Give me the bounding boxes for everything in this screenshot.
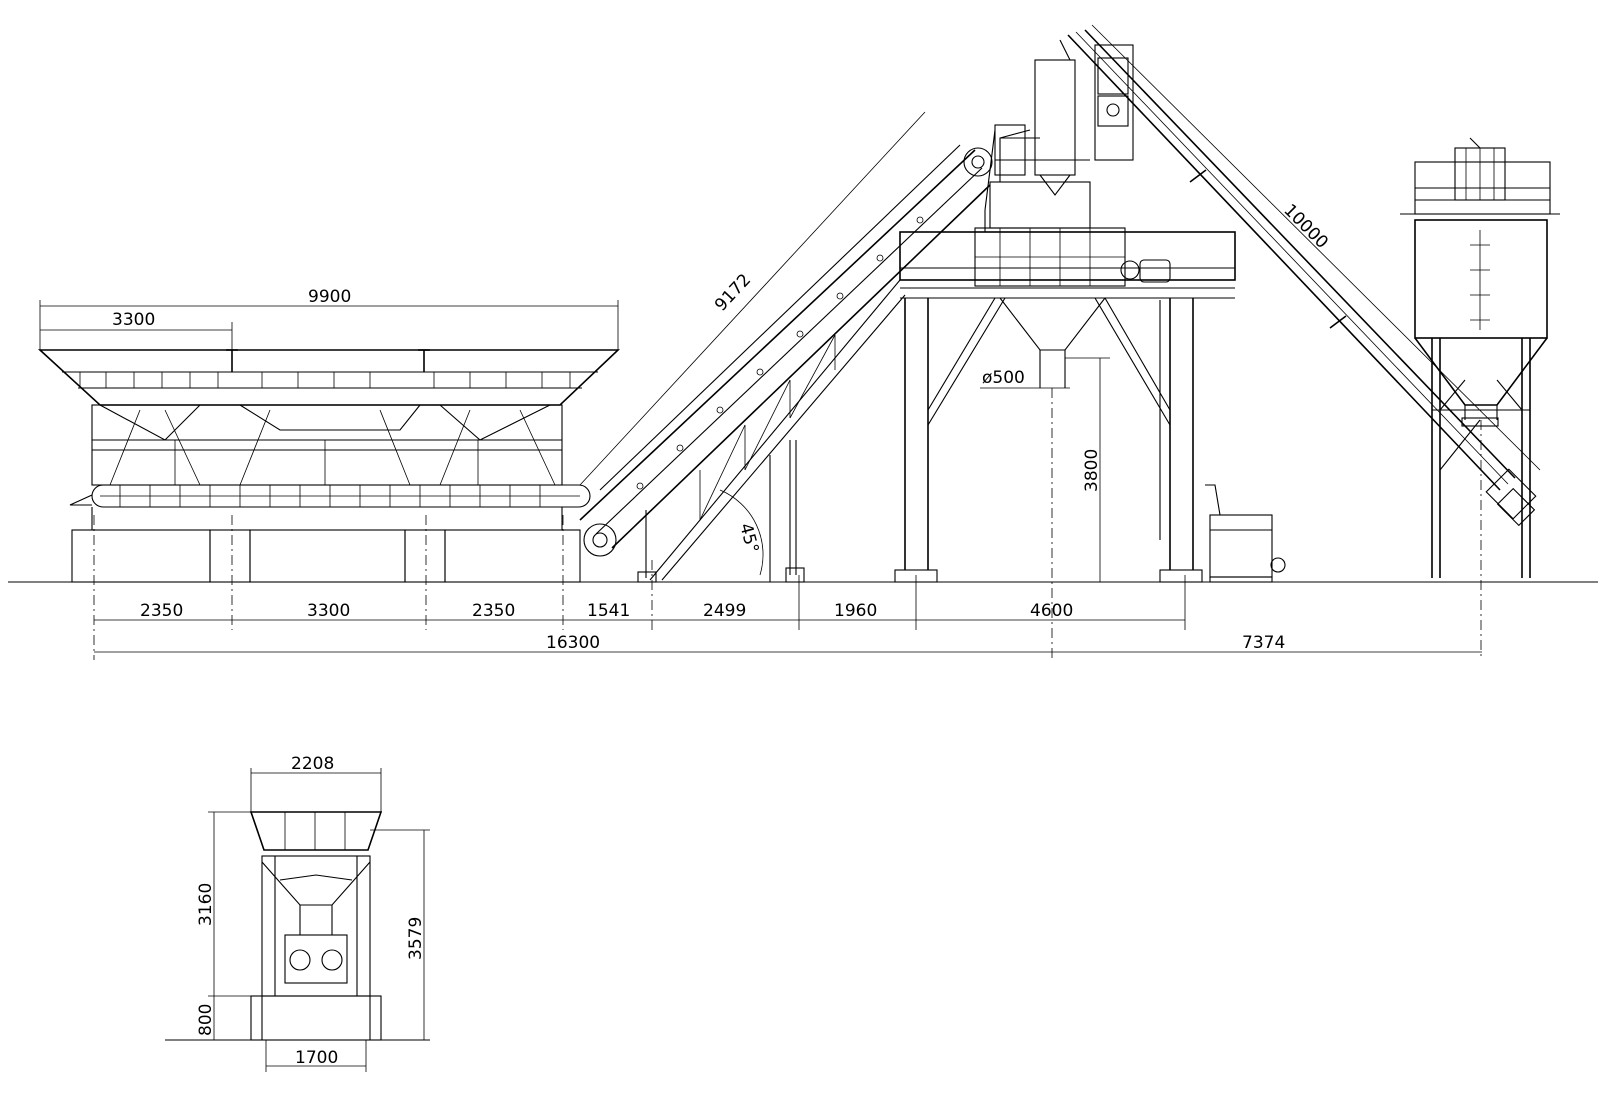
dim-base-span-2: 3300: [307, 601, 350, 621]
dim-side-top-width: 2208: [291, 754, 334, 774]
dim-base-span-3: 2350: [472, 601, 515, 621]
dim-screw-conveyor-length: 10000: [1279, 200, 1331, 252]
base-dimensions: 2350 3300 2350 1541 2499 1960 4600 16300…: [93, 388, 1482, 660]
dim-side-base-height: 800: [196, 1004, 216, 1036]
dim-base-span-4: 1541: [587, 601, 630, 621]
dim-discharge-height: 3800: [1082, 449, 1102, 492]
inclined-belt-conveyor: 9172: [579, 111, 993, 583]
dim-belt-conveyor-length: 9172: [711, 270, 755, 315]
dim-hopper-total-width: 9900: [308, 287, 351, 307]
dim-base-span-5: 2499: [703, 601, 746, 621]
dim-base-span-6: 1960: [834, 601, 877, 621]
screw-conveyor: 10000: [1067, 24, 1541, 527]
dim-conveyor-angle: 45°: [735, 521, 762, 555]
dim-side-height-total: 3579: [406, 917, 426, 960]
dim-base-span-1: 2350: [140, 601, 183, 621]
dim-mixer-span: 4600: [1030, 601, 1073, 621]
dim-side-base-width: 1700: [295, 1048, 338, 1068]
dim-side-height-upper: 3160: [196, 883, 216, 926]
dim-overall-length-right: 7374: [1242, 633, 1285, 653]
aggregate-hopper: 9900 3300: [37, 287, 621, 583]
dim-overall-length-left: 16300: [546, 633, 600, 653]
cement-silo: [1400, 137, 1560, 578]
hopper-side-view: 2208 3160 800 3579: [165, 754, 430, 1072]
dim-discharge-diameter: ø500: [982, 368, 1025, 388]
mixer-station: ø500 3800: [894, 39, 1286, 583]
dim-hopper-bin-width: 3300: [112, 310, 155, 330]
